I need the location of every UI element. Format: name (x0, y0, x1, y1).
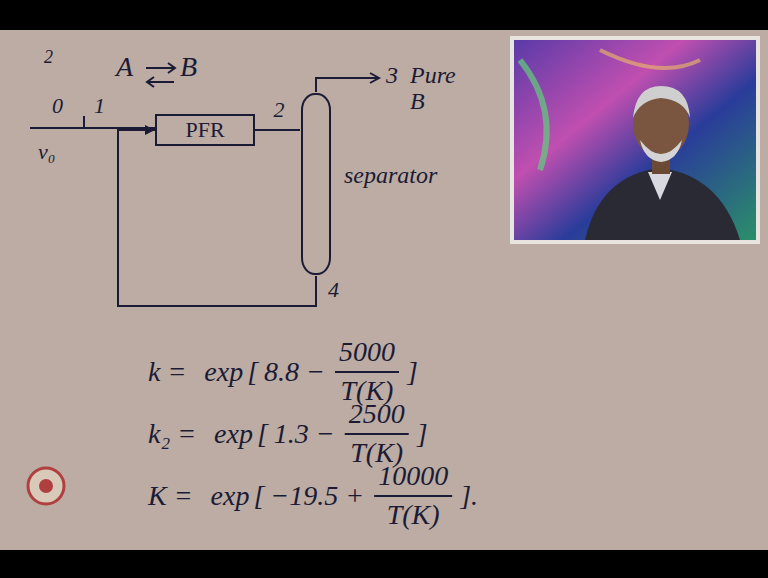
inset-frame (510, 36, 760, 244)
equation-part: 10000 (378, 461, 448, 492)
equation-part: exp (211, 481, 250, 512)
equation-part: K = (148, 481, 193, 512)
stream-line (255, 130, 300, 131)
product-stream (316, 73, 379, 92)
equation-part: exp (204, 357, 243, 388)
equation-part: k₂ = (148, 419, 196, 450)
logo (28, 468, 64, 504)
equation-part: ] (407, 357, 418, 388)
equation-part: [ (247, 357, 258, 388)
equation-part: 1.3 − (274, 419, 335, 450)
stream-note: Pure B (410, 62, 468, 115)
equation-part: [ (253, 481, 264, 512)
separator-vessel: separator (300, 92, 332, 276)
reactor-box: PFR (155, 114, 255, 146)
equation-part: 2500 (349, 399, 405, 430)
equation-part: 8.8 − (264, 357, 325, 388)
equation-part: −19.5 + (270, 481, 364, 512)
stream-number: 2 (272, 98, 287, 122)
equation-part: ] (417, 419, 428, 450)
feed-line (30, 127, 155, 129)
flow-label: v₀ (38, 140, 55, 164)
node-label: separator (344, 162, 437, 188)
stream-number: 4 (326, 278, 341, 302)
species-label: A (116, 52, 133, 83)
node-label: PFR (185, 118, 224, 142)
fraction-bar (374, 495, 452, 497)
species-label: B (180, 52, 197, 83)
stream-number: 0 (52, 94, 63, 118)
fraction-bar (345, 433, 409, 435)
stream-line (118, 125, 316, 306)
equation-part: 5000 (339, 337, 395, 368)
equation-part: ]. (460, 481, 478, 512)
fraction-bar (335, 371, 399, 373)
equation-part: k = (148, 357, 186, 388)
stream-number: 1 (94, 94, 105, 118)
vessel-outline (300, 92, 332, 276)
stream-number: 3 (386, 62, 398, 88)
reaction-arrows (146, 63, 175, 87)
equation-part: T(K) (387, 500, 440, 531)
inset-video (514, 40, 756, 240)
corner-mark: 2 (44, 48, 53, 68)
equation-part: [ (257, 419, 268, 450)
lecturer-suit (585, 168, 740, 240)
equation-part: exp (214, 419, 253, 450)
